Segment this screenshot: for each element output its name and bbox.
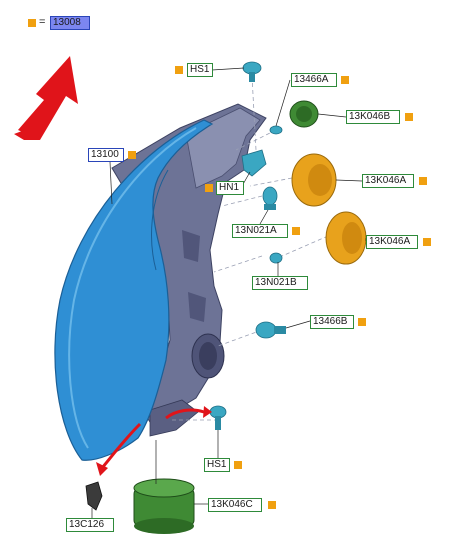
marker-13466b: [358, 318, 366, 326]
legend-marker: [28, 19, 36, 27]
direction-arrow: [14, 56, 78, 140]
legend-code: 13008: [50, 16, 90, 30]
clip-13c126: [85, 481, 103, 511]
label-13100: 13100: [88, 148, 124, 162]
marker-hs1-bottom: [234, 461, 242, 469]
label-13466a: 13466A: [291, 73, 337, 87]
bulb-13n021a: [262, 186, 278, 210]
red-curve-arrows: [100, 408, 205, 469]
bulb-13n021b: [269, 252, 283, 264]
label-13n021b: 13N021B: [252, 276, 308, 290]
cap-13k046b: [289, 100, 319, 128]
bulb-hs1-top: [242, 61, 262, 82]
bulb-hn1: [241, 149, 267, 177]
marker-13k046b: [405, 113, 413, 121]
marker-13466a: [341, 76, 349, 84]
marker-13k046a-upper: [419, 177, 427, 185]
label-hn1: HN1: [216, 181, 244, 195]
marker-13k046c: [268, 501, 276, 509]
marker-13n021a: [292, 227, 300, 235]
label-13n021a: 13N021A: [232, 224, 288, 238]
red-curve-arrowhead-left: [96, 462, 108, 476]
label-13k046b: 13K046B: [346, 110, 400, 124]
marker-13k046a-lower: [423, 238, 431, 246]
label-13k046a-upper: 13K046A: [362, 174, 414, 188]
marker-hn1: [205, 184, 213, 192]
cap-13k046c: [133, 478, 195, 534]
label-13c126: 13C126: [66, 518, 114, 532]
cap-13k046a-upper: [291, 153, 337, 207]
label-13466b: 13466B: [310, 315, 354, 329]
cap-13k046a-lower: [325, 211, 367, 265]
bulb-hs1-bottom: [209, 405, 227, 430]
bulb-13466b: [255, 321, 286, 339]
headlamp-lens: [54, 119, 214, 461]
bulb-13466a: [269, 125, 283, 135]
marker-13100: [128, 151, 136, 159]
marker-hs1-top: [175, 66, 183, 74]
label-13k046c: 13K046C: [208, 498, 262, 512]
label-13k046a-lower: 13K046A: [366, 235, 418, 249]
label-hs1-bottom: HS1: [204, 458, 230, 472]
label-connectors: [91, 67, 367, 518]
assembly-leader-lines: [170, 75, 329, 421]
label-hs1-top: HS1: [187, 63, 213, 77]
red-curve-arrowhead-right: [203, 406, 212, 418]
legend-equals: =: [39, 16, 46, 28]
